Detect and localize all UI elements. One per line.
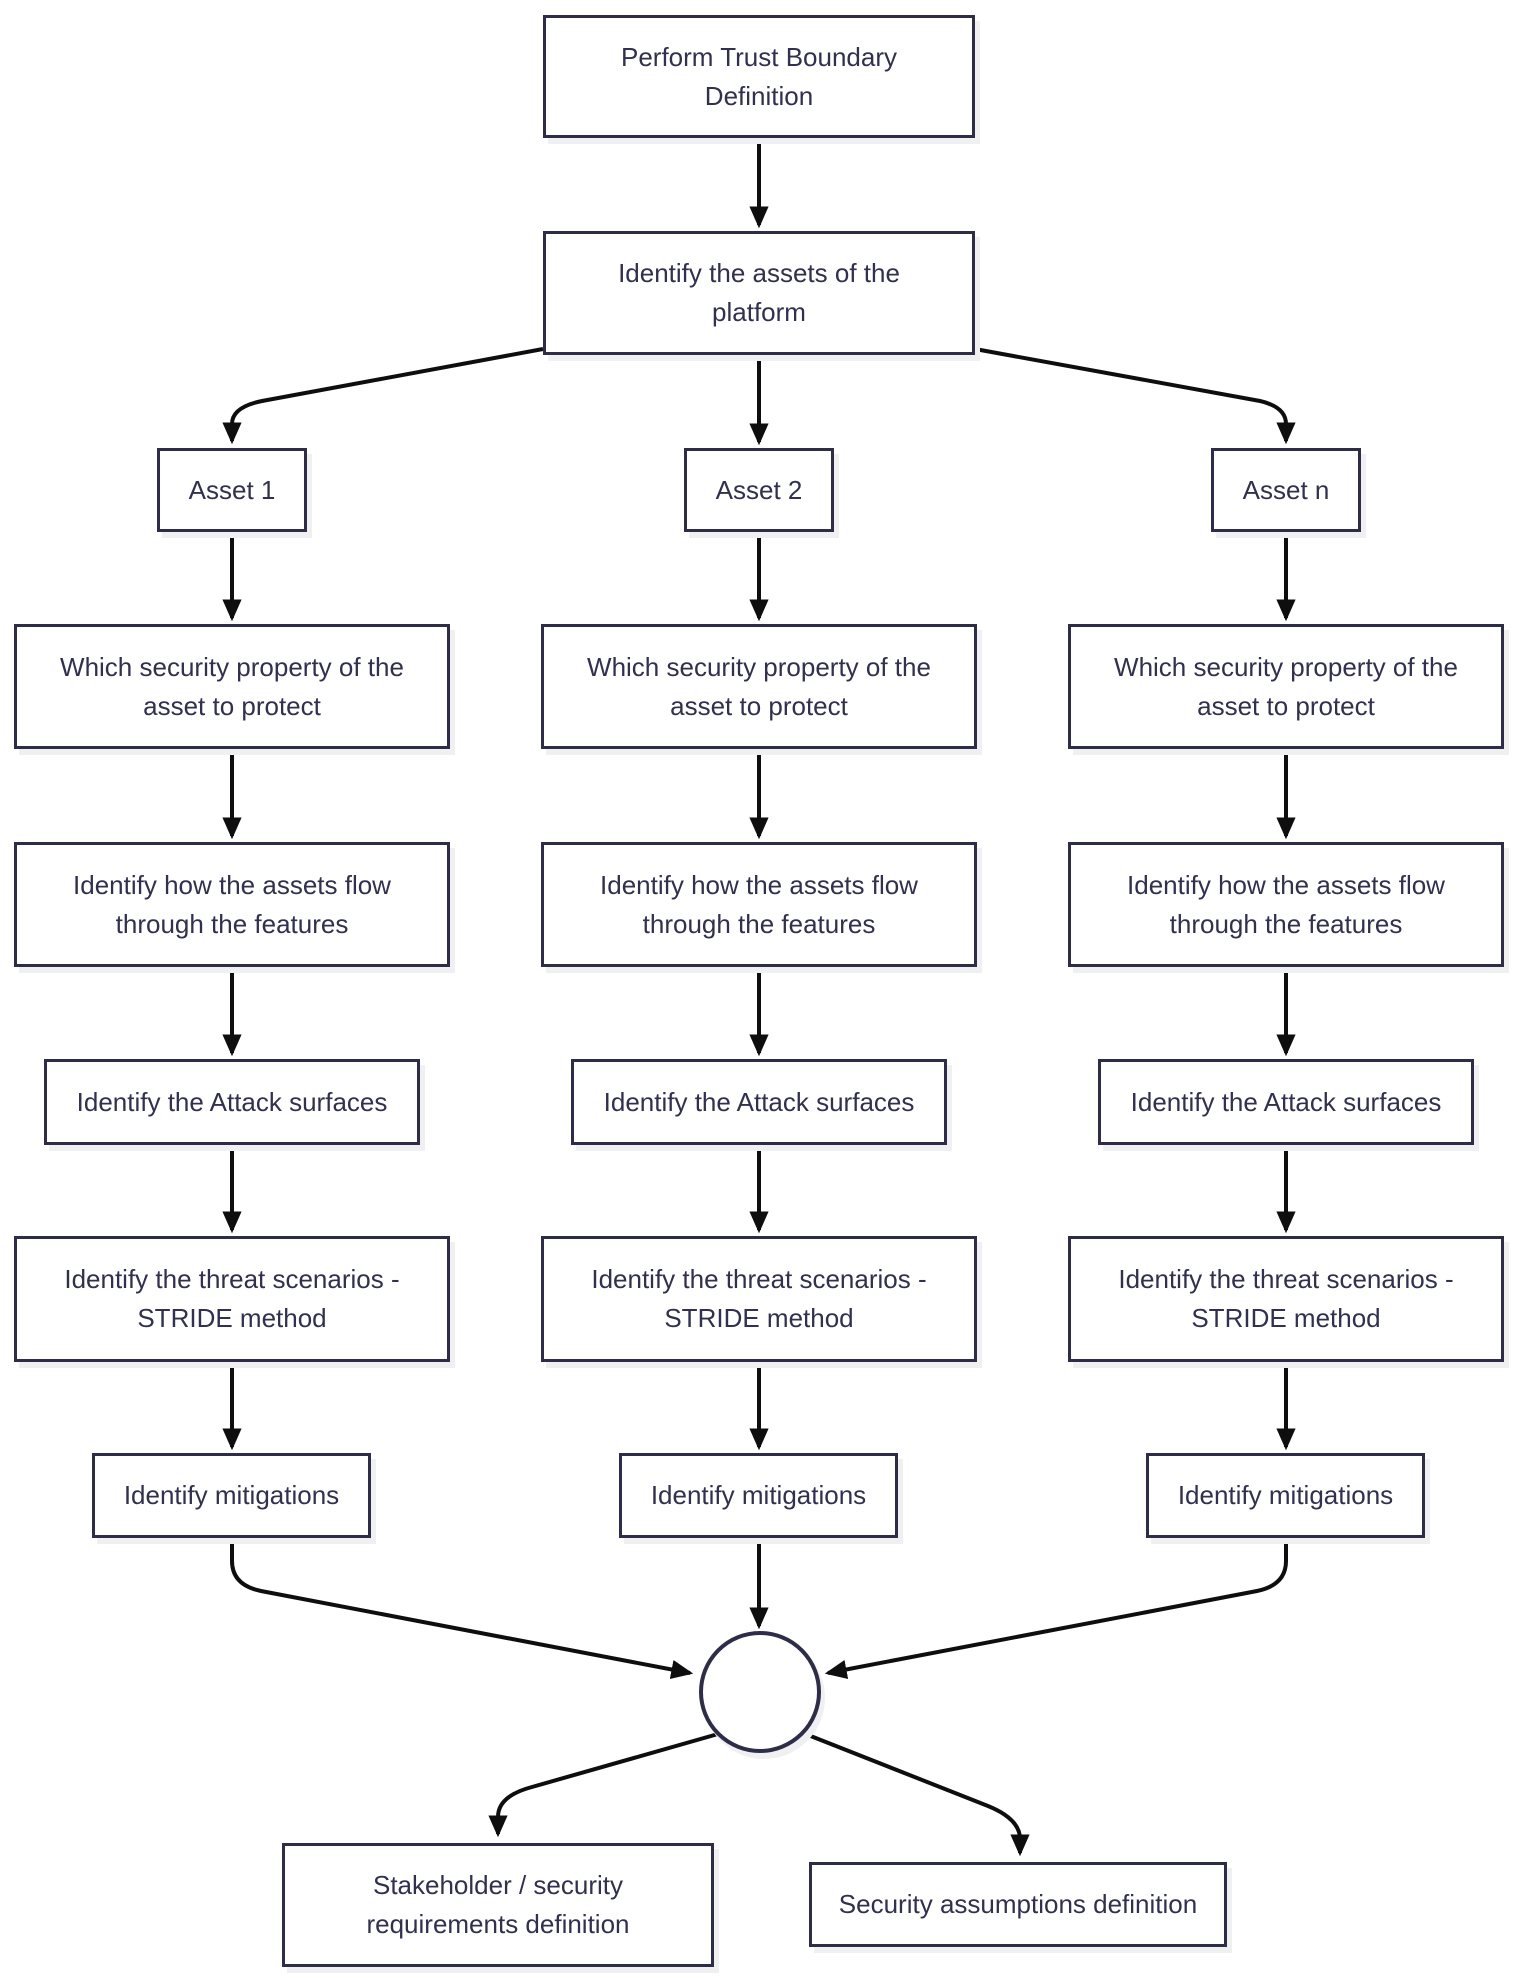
node-mitigations-2: Identify mitigations [619,1453,898,1538]
node-mitigations-1: Identify mitigations [92,1453,371,1538]
node-security-property-1-label: Which security property of the asset to … [60,651,404,721]
node-assets-flow-2-label: Identify how the assets flow through the… [600,869,918,939]
node-attack-surfaces-3-label: Identify the Attack surfaces [1130,1086,1442,1117]
node-attack-surfaces-2-label: Identify the Attack surfaces [603,1086,915,1117]
node-security-property-3-label: Which security property of the asset to … [1114,651,1458,721]
node-attack-surfaces-1-label: Identify the Attack surfaces [76,1086,388,1117]
node-mitigations-2-label: Identify mitigations [650,1480,867,1510]
node-threat-scenarios-2-label: Identify the threat scenarios - STRIDE m… [591,1264,927,1333]
node-asset-1-label: Asset 1 [188,474,276,505]
node-security-property-2: Which security property of the asset to … [541,624,977,749]
node-threat-scenarios-2: Identify the threat scenarios - STRIDE m… [541,1236,977,1362]
node-join-circle [699,1631,821,1753]
node-stakeholder-requirements: Stakeholder / security requirements defi… [282,1843,714,1967]
arrow-mitigations3-to-join [824,1538,1288,1679]
node-threat-scenarios-3-label: Identify the threat scenarios - STRIDE m… [1118,1264,1454,1333]
node-security-assumptions-label: Security assumptions definition [838,1889,1198,1919]
node-assets-flow-2: Identify how the assets flow through the… [541,842,977,967]
node-asset-2: Asset 2 [684,448,834,532]
arrow-assets-to-asset1 [222,347,544,445]
node-asset-n: Asset n [1211,448,1361,532]
node-security-property-3: Which security property of the asset to … [1068,624,1504,749]
node-trust-boundary-label: Perform Trust Boundary Definition [621,41,897,111]
node-attack-surfaces-1: Identify the Attack surfaces [44,1059,420,1145]
node-security-assumptions: Security assumptions definition [809,1862,1227,1947]
node-asset-1: Asset 1 [157,448,307,532]
node-assets-flow-3-label: Identify how the assets flow through the… [1127,869,1445,939]
node-attack-surfaces-2: Identify the Attack surfaces [571,1059,947,1145]
node-assets-flow-1-label: Identify how the assets flow through the… [73,869,391,939]
node-identify-assets: Identify the assets of the platform [543,231,975,355]
node-mitigations-1-label: Identify mitigations [123,1480,340,1510]
arrow-join-to-assumptions [802,1731,1030,1857]
node-mitigations-3: Identify mitigations [1146,1453,1425,1538]
node-security-property-1: Which security property of the asset to … [14,624,450,749]
node-trust-boundary: Perform Trust Boundary Definition [543,15,975,138]
node-assets-flow-3: Identify how the assets flow through the… [1068,842,1504,967]
node-security-property-2-label: Which security property of the asset to … [587,651,931,721]
node-assets-flow-1: Identify how the assets flow through the… [14,842,450,967]
node-threat-scenarios-1: Identify the threat scenarios - STRIDE m… [14,1236,450,1362]
node-threat-scenarios-1-label: Identify the threat scenarios - STRIDE m… [64,1264,400,1333]
node-asset-2-label: Asset 2 [715,474,803,505]
node-mitigations-3-label: Identify mitigations [1177,1480,1394,1510]
arrow-assets-to-assetn [974,347,1296,445]
arrow-join-to-stakeholder [488,1732,719,1838]
node-identify-assets-label: Identify the assets of the platform [618,258,900,327]
node-stakeholder-requirements-label: Stakeholder / security requirements defi… [366,1870,630,1939]
node-threat-scenarios-3: Identify the threat scenarios - STRIDE m… [1068,1236,1504,1362]
arrow-mitigations1-to-join [230,1538,694,1679]
node-attack-surfaces-3: Identify the Attack surfaces [1098,1059,1474,1145]
node-asset-n-label: Asset n [1242,474,1330,505]
